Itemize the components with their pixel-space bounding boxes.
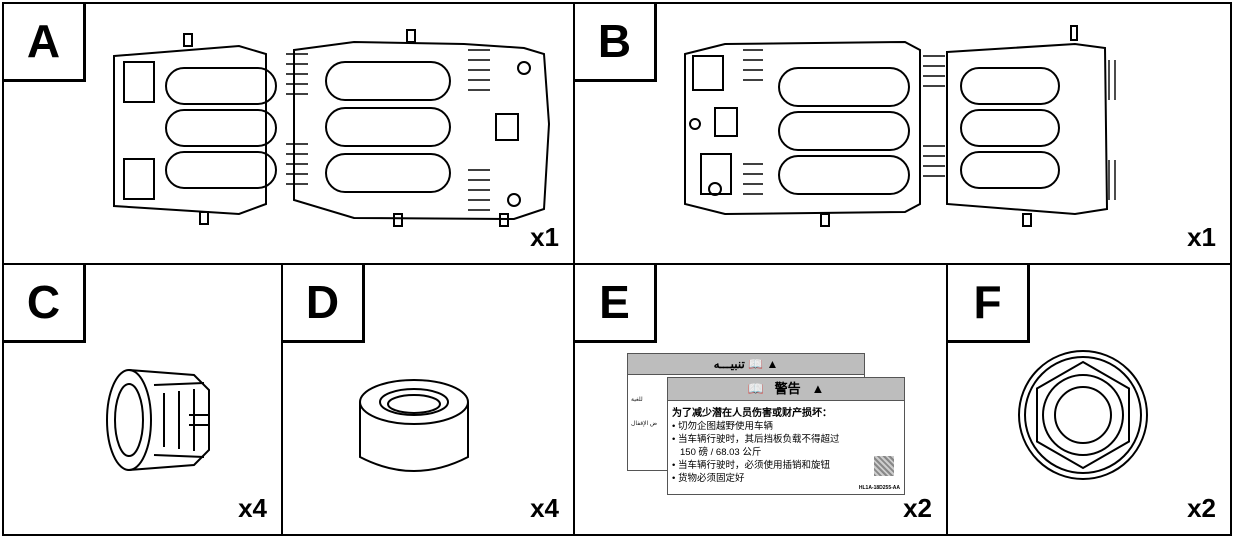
label-line: • 当车辆行驶时，其后挡板负载不得超过 (672, 434, 840, 445)
panel-a: A x1 (2, 2, 575, 265)
label-header-text: تنبيـــه (713, 357, 745, 371)
flange-nut-drawing (1018, 350, 1148, 480)
arabic-text: ض الإقفال (631, 421, 658, 427)
panel-d: D x4 (281, 263, 575, 536)
arabic-text: للغية (631, 397, 643, 403)
warning-triangle-icon: ▲ (811, 381, 825, 396)
quantity-label: x4 (530, 493, 559, 523)
book-icon: 📖 (748, 357, 764, 371)
label-header: تنبيـــه 📖 ▲ (628, 354, 864, 375)
label-line: 150 磅 / 68.03 公斤 (680, 447, 762, 458)
label-line: • 货物必须固定好 (672, 473, 745, 484)
label-title: 为了减少潜在人员伤害或财产损坏： (672, 408, 832, 419)
quantity-label: x1 (530, 222, 559, 252)
label-line: • 切勿企图越野使用车辆 (672, 421, 773, 432)
panel-letter: E (575, 265, 657, 343)
grommet-drawing (106, 369, 210, 471)
panel-letter: D (283, 265, 365, 343)
rubber-bumper-drawing (359, 379, 469, 472)
tailgate-panel-b-drawing (684, 25, 1116, 227)
label-header: 📖 警告 ▲ (668, 378, 904, 401)
panel-letter: B (575, 4, 657, 82)
panel-letter: A (4, 4, 86, 82)
quantity-label: x2 (903, 493, 932, 523)
panel-b: B x1 (573, 2, 1232, 265)
panel-letter: C (4, 265, 86, 343)
quantity-label: x4 (238, 493, 267, 523)
label-line: • 当车辆行驶时，必须使用插销和旋钮 (672, 460, 830, 471)
qr-code (874, 456, 894, 476)
quantity-label: x2 (1187, 493, 1216, 523)
panel-c: C x4 (2, 263, 283, 536)
panel-f: F x2 (946, 263, 1232, 536)
book-icon: 📖 (747, 381, 764, 396)
warning-label-chinese: 📖 警告 ▲ 为了减少潜在人员伤害或财产损坏： • 切勿企图越野使用车辆 • 当… (667, 377, 905, 495)
quantity-label: x1 (1187, 222, 1216, 252)
label-header-text: 警告 (774, 381, 801, 396)
panel-e: E تنبيـــه 📖 ▲ للغية ض الإقفال 📖 警告 ▲ 为了… (573, 263, 948, 536)
warning-triangle-icon: ▲ (766, 357, 779, 371)
tailgate-panel-a-drawing (113, 29, 551, 227)
part-code: HL1A-18D255-AA (858, 485, 900, 491)
panel-letter: F (948, 265, 1030, 343)
